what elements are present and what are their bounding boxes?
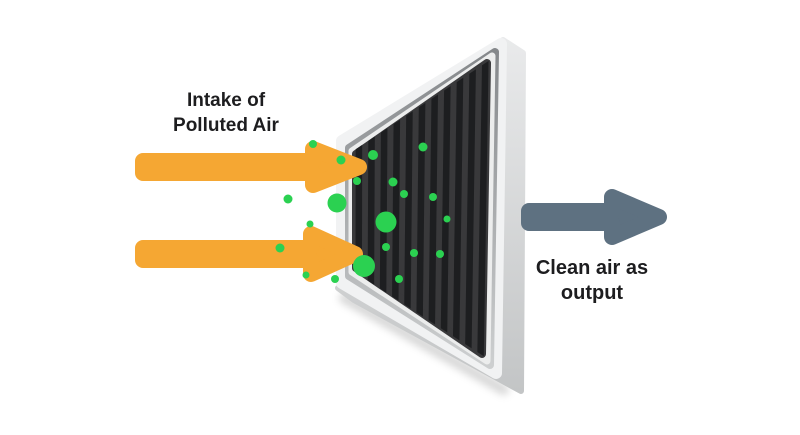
pollution-particle	[443, 215, 451, 223]
output-label: Clean air as output	[535, 257, 649, 304]
pollution-particle	[436, 250, 444, 258]
filter-pleat-stripe	[428, 92, 439, 327]
filter-pleat-stripe	[379, 125, 388, 295]
pollution-particle	[353, 255, 375, 277]
pollution-particle	[302, 271, 310, 279]
filter-pleat-stripe	[452, 76, 464, 342]
pollution-particle	[410, 249, 418, 257]
pollution-particle	[331, 275, 339, 283]
pollution-particle	[368, 150, 378, 160]
filter-pleat-stripe	[440, 84, 451, 335]
intake-label: Intake of Polluted Air	[173, 90, 279, 136]
filter-pleat-stripe	[391, 117, 401, 303]
pollution-particle	[275, 243, 285, 253]
pollution-particle	[353, 177, 361, 185]
pollution-particle	[283, 194, 293, 204]
filter-shadow	[339, 293, 509, 395]
intake-arrow-bottom	[135, 226, 363, 282]
filter-pleat-stripe	[465, 67, 476, 350]
pollution-particle	[327, 193, 347, 213]
clean-air-arrow	[521, 189, 667, 245]
intake-arrow-top	[135, 141, 367, 193]
pollution-particle	[309, 140, 317, 148]
pollution-particle	[375, 211, 397, 233]
filter-pleat-stripe	[416, 101, 426, 319]
pollution-particle	[306, 220, 314, 228]
pollution-particle	[395, 275, 403, 283]
pollution-particle	[429, 193, 437, 201]
pollution-particle	[388, 177, 398, 187]
pollution-particle	[382, 243, 390, 251]
pollution-particle	[418, 142, 428, 152]
pollution-particle	[400, 190, 408, 198]
pollution-particle	[336, 155, 346, 165]
filter-pleat-stripe	[404, 109, 413, 311]
pollution-particles	[275, 140, 451, 283]
filter-pleat-stripe	[477, 60, 489, 357]
